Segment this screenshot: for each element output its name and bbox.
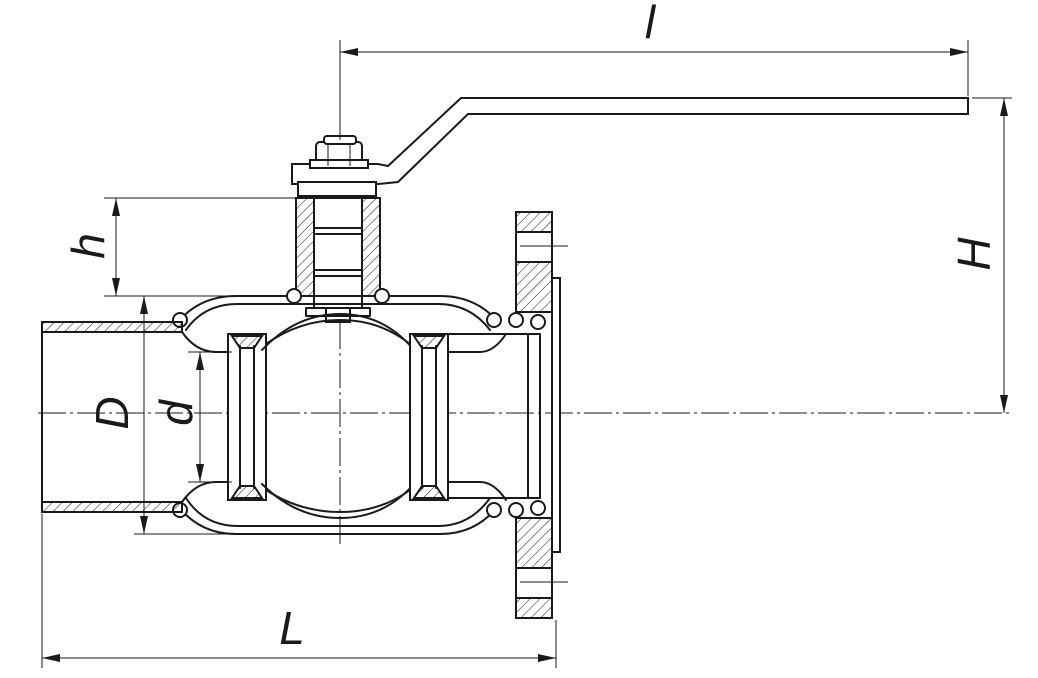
neck-wall-left bbox=[295, 197, 315, 297]
flange bbox=[515, 211, 568, 619]
dimension-L: L bbox=[41, 514, 557, 668]
seat-gasket bbox=[230, 335, 264, 349]
arrow-head bbox=[1000, 395, 1008, 413]
arrow-head bbox=[950, 48, 968, 56]
dimension-label-d: d bbox=[150, 399, 202, 426]
seat-gasket bbox=[412, 485, 446, 499]
dimension-H: H bbox=[948, 97, 1012, 413]
weld-bead bbox=[486, 312, 502, 328]
lever-body bbox=[291, 97, 969, 185]
arrow-head bbox=[340, 48, 358, 56]
dimension-label-L: L bbox=[279, 602, 305, 654]
arrow-head bbox=[196, 464, 204, 482]
dimension-label-D: D bbox=[86, 396, 138, 429]
dimension-label-h: h bbox=[62, 233, 114, 259]
seat-gasket bbox=[412, 335, 446, 349]
weld-bead bbox=[530, 500, 546, 516]
weld-bead bbox=[508, 312, 524, 328]
pipe-wall-bottom bbox=[41, 501, 183, 513]
arrow-head bbox=[196, 352, 204, 370]
ball-outline-top bbox=[261, 313, 415, 351]
dimension-D: D bbox=[86, 295, 236, 535]
dimension-l: l bbox=[339, 0, 969, 140]
flange-bolt-hole bbox=[515, 231, 553, 263]
flange-face bbox=[551, 277, 561, 553]
weld-bead bbox=[286, 288, 302, 304]
valve-body bbox=[172, 288, 546, 535]
lever-plate bbox=[297, 181, 377, 197]
stem-nut bbox=[309, 135, 369, 169]
weld-bead bbox=[508, 502, 524, 518]
neck-wall-right bbox=[361, 197, 381, 297]
flange-bolt-hole bbox=[515, 567, 553, 599]
arrow-head bbox=[42, 654, 60, 662]
pipe-wall-top bbox=[41, 321, 183, 333]
dimension-label-l: l bbox=[645, 0, 657, 48]
body-outer-top bbox=[177, 295, 499, 323]
weld-bead bbox=[486, 502, 502, 518]
dimension-d: d bbox=[150, 351, 232, 483]
nut-washer bbox=[309, 159, 369, 169]
body-outer-bottom bbox=[177, 505, 499, 535]
dimension-h: h bbox=[62, 197, 296, 297]
ball-outline-bottom bbox=[261, 483, 415, 519]
arrow-head bbox=[538, 654, 556, 662]
lever-handle bbox=[291, 97, 969, 197]
stem bbox=[313, 197, 363, 309]
body-inner-bottom bbox=[185, 497, 491, 527]
seat-ring bbox=[227, 333, 267, 501]
weld-bead bbox=[374, 288, 390, 304]
arrow-head bbox=[112, 278, 120, 296]
right-seat bbox=[409, 333, 507, 501]
arrow-head bbox=[112, 198, 120, 216]
arrow-head bbox=[140, 516, 148, 534]
dimension-label-H: H bbox=[948, 237, 1000, 271]
left-seat bbox=[227, 333, 267, 501]
seat-ring bbox=[409, 333, 449, 501]
outlet-spigot bbox=[447, 333, 541, 499]
body-inner-top bbox=[185, 303, 491, 331]
seat-gasket bbox=[230, 485, 264, 499]
ball bbox=[261, 313, 415, 519]
arrow-head bbox=[140, 296, 148, 314]
inlet-pipe bbox=[41, 321, 233, 513]
arrow-head bbox=[1000, 98, 1008, 116]
weld-bead bbox=[530, 314, 546, 330]
